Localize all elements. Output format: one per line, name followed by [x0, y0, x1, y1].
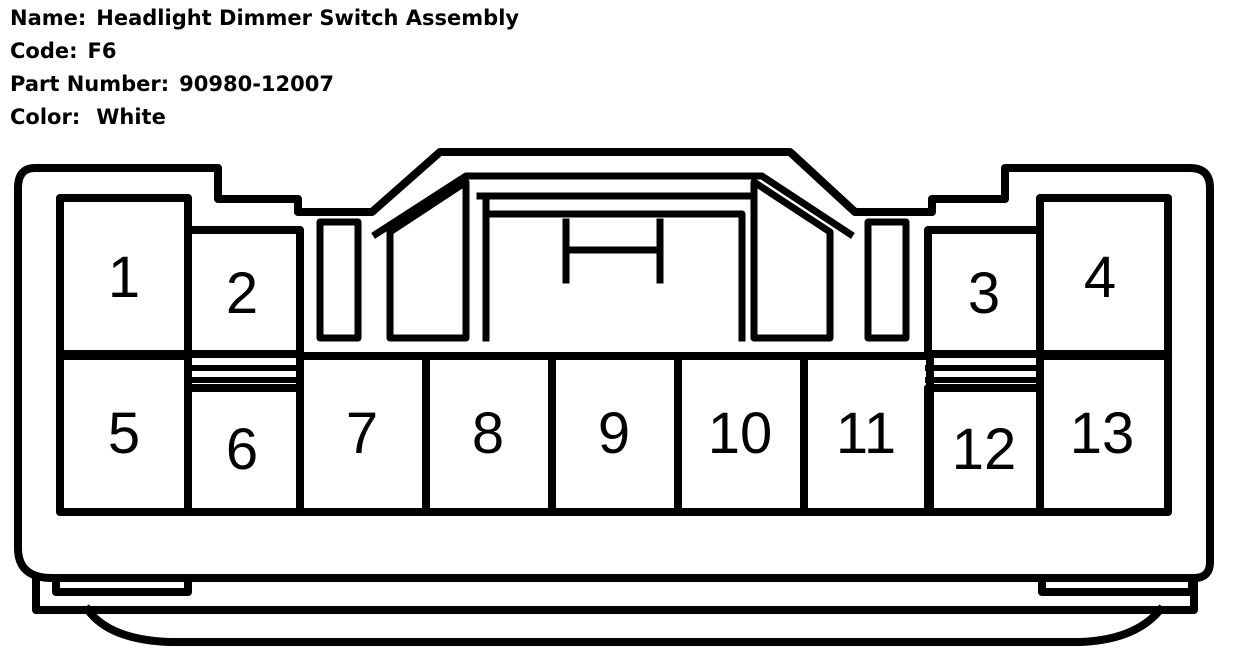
pin-number-2: 2 [226, 261, 258, 326]
separator-right [925, 365, 1043, 383]
pin-cavity-2 [184, 226, 304, 358]
pin-number-8: 8 [472, 401, 504, 466]
right-foot [1038, 574, 1196, 596]
part-number-label: Part Number: [10, 72, 170, 96]
name-value: Headlight Dimmer Switch Assembly [96, 6, 520, 30]
center-key-left [386, 178, 470, 342]
center-key-right [750, 178, 834, 342]
part-number-row: Part Number: 90980-12007 [10, 68, 519, 101]
code-label: Code: [10, 39, 78, 63]
pin-number-4: 4 [1084, 245, 1116, 310]
pin-number-5: 5 [108, 401, 140, 466]
polarity-mark [562, 218, 664, 284]
pin-number-11: 11 [836, 401, 896, 466]
code-row: Code: F6 [10, 35, 519, 68]
color-label: Color: [10, 105, 81, 129]
pin-number-6: 6 [226, 417, 258, 482]
pin-number-9: 9 [598, 401, 630, 466]
inner-roof-outer-line [371, 172, 855, 239]
housing-bottom-lip [32, 574, 1198, 614]
connector-info: Name: Headlight Dimmer Switch Assembly Co… [10, 2, 519, 134]
name-label: Name: [10, 6, 87, 30]
connector-housing [14, 148, 1214, 582]
housing-bottom-rail [82, 604, 1166, 646]
pin-number-12: 12 [952, 417, 1017, 482]
pin-cavity-13 [1036, 352, 1172, 516]
separator-left [185, 365, 303, 383]
pin-number-1: 1 [108, 245, 140, 310]
part-number-value: 90980-12007 [179, 72, 334, 96]
pin-number-3: 3 [968, 261, 1000, 326]
pin-number-7: 7 [346, 401, 378, 466]
pin-number-13: 13 [1070, 401, 1135, 466]
right-latch-slot [864, 218, 910, 342]
name-row: Name: Headlight Dimmer Switch Assembly [10, 2, 519, 35]
color-row: Color: White [10, 101, 519, 134]
left-foot [52, 574, 192, 596]
code-value: F6 [87, 39, 117, 63]
center-key-top [482, 196, 746, 342]
color-value: White [96, 105, 166, 129]
left-latch-slot [316, 218, 362, 342]
pin-number-10: 10 [708, 401, 773, 466]
